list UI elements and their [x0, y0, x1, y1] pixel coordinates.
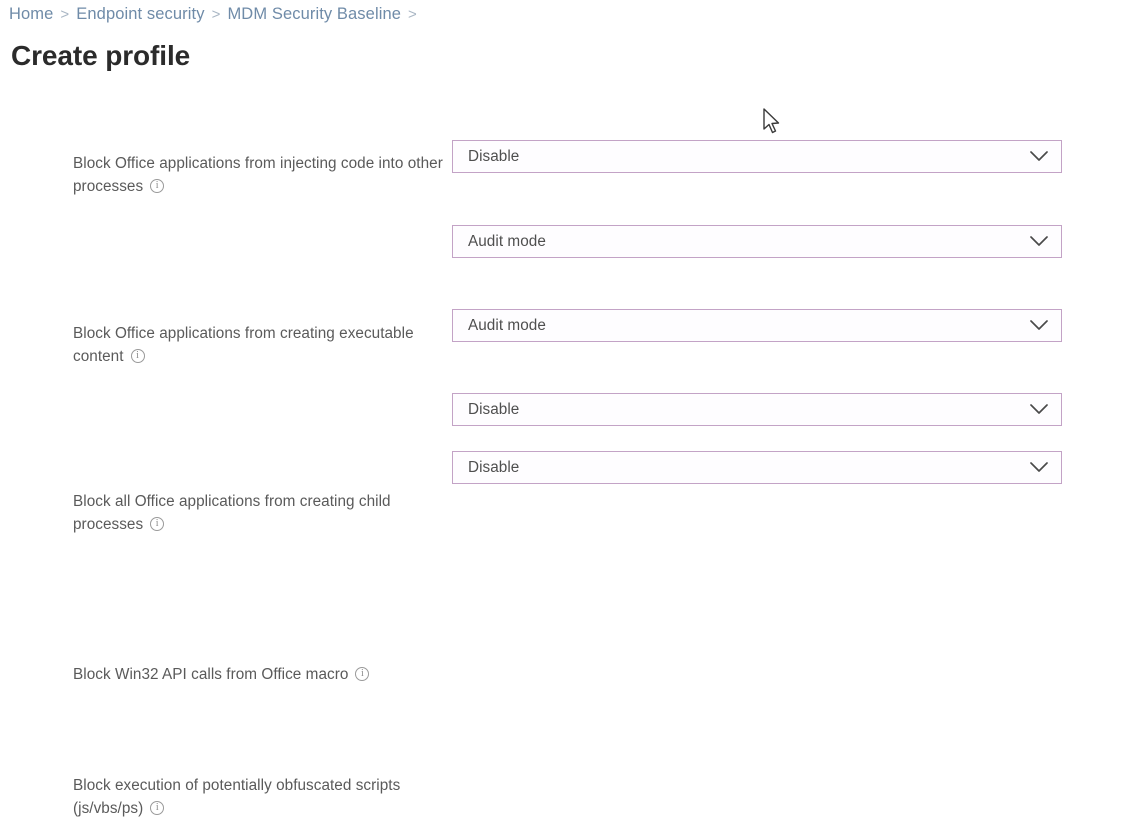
breadcrumb-item-home[interactable]: Home: [9, 5, 54, 23]
breadcrumb-separator: >: [60, 6, 70, 23]
dropdown-selected-value: Disable: [468, 458, 520, 476]
info-icon[interactable]: [150, 801, 165, 815]
info-icon[interactable]: [355, 667, 370, 681]
breadcrumb: Home > Endpoint security > MDM Security …: [9, 5, 424, 24]
breadcrumb-separator: >: [211, 6, 221, 23]
mouse-cursor-icon: [762, 108, 784, 138]
chevron-down-icon[interactable]: [1025, 141, 1053, 172]
setting-dropdown-block-office-executable-content[interactable]: Audit mode: [452, 225, 1062, 258]
setting-label-block-office-executable-content: Block Office applications from creating …: [73, 322, 445, 368]
setting-dropdown-block-all-office-child-processes[interactable]: Audit mode: [452, 309, 1062, 342]
setting-label-block-all-office-child-processes: Block all Office applications from creat…: [73, 490, 445, 536]
breadcrumb-item-mdm-security-baseline[interactable]: MDM Security Baseline: [227, 5, 402, 23]
page-title: Create profile: [11, 40, 191, 71]
dropdown-selected-value: Audit mode: [468, 316, 546, 334]
setting-label-block-win32-api-office-macro: Block Win32 API calls from Office macro: [73, 663, 445, 686]
setting-label-text: Block execution of potentially obfuscate…: [73, 777, 401, 817]
breadcrumb-item-endpoint-security[interactable]: Endpoint security: [76, 5, 205, 23]
setting-label-block-obfuscated-scripts: Block execution of potentially obfuscate…: [73, 774, 445, 820]
chevron-down-icon[interactable]: [1025, 226, 1053, 257]
breadcrumb-separator-trailing: >: [408, 6, 417, 23]
setting-label-text: Block all Office applications from creat…: [73, 493, 391, 533]
setting-dropdown-block-win32-api-office-macro[interactable]: Disable: [452, 393, 1062, 426]
info-icon[interactable]: [150, 179, 165, 193]
setting-label-block-office-injecting-code: Block Office applications from injecting…: [73, 152, 445, 198]
chevron-down-icon[interactable]: [1025, 394, 1053, 425]
dropdown-selected-value: Disable: [468, 147, 520, 165]
chevron-down-icon[interactable]: [1025, 452, 1053, 483]
setting-dropdown-block-obfuscated-scripts[interactable]: Disable: [452, 451, 1062, 484]
setting-label-text: Block Office applications from creating …: [73, 325, 414, 365]
info-icon[interactable]: [130, 349, 145, 363]
dropdown-selected-value: Audit mode: [468, 232, 546, 250]
dropdown-selected-value: Disable: [468, 400, 520, 418]
setting-label-text: Block Win32 API calls from Office macro: [73, 666, 349, 683]
setting-label-text: Block Office applications from injecting…: [73, 155, 443, 195]
info-icon[interactable]: [150, 517, 165, 531]
chevron-down-icon[interactable]: [1025, 310, 1053, 341]
setting-dropdown-block-office-injecting-code[interactable]: Disable: [452, 140, 1062, 173]
